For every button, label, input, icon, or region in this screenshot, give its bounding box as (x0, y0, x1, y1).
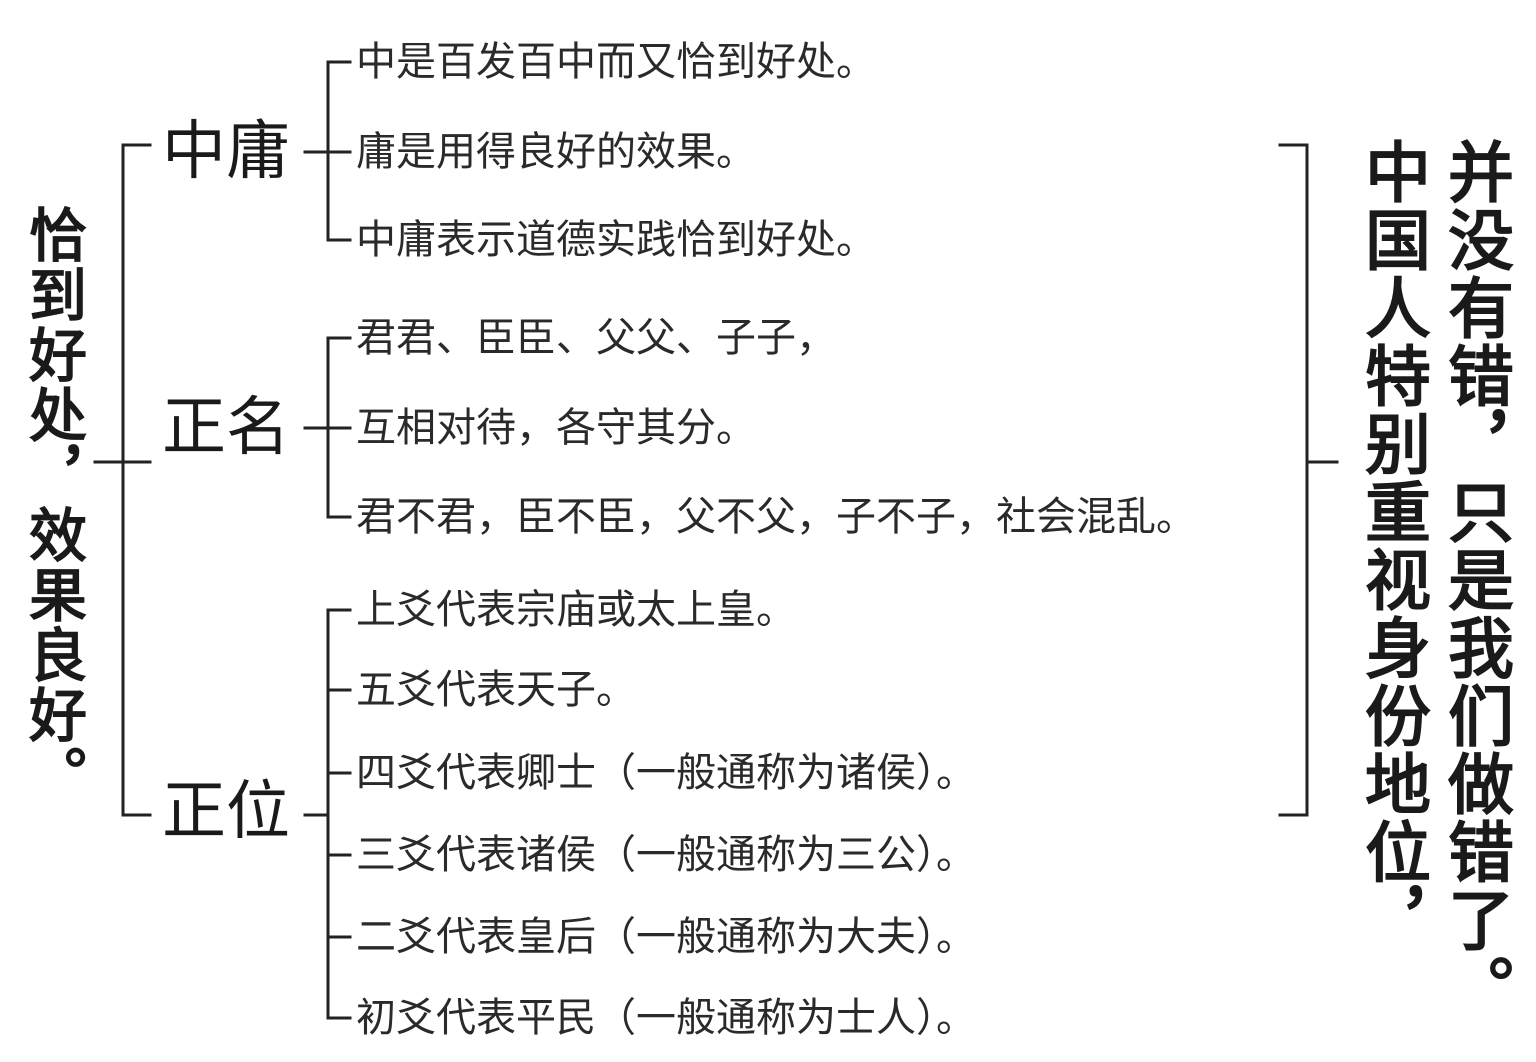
group-3-item: 初爻代表平民（一般通称为士人）。 (356, 995, 976, 1041)
group-2-item: 互相对待，各守其分。 (356, 405, 756, 451)
group-1-item: 庸是用得良好的效果。 (356, 129, 756, 175)
group-3-item: 五爻代表天子。 (356, 667, 636, 713)
group-2-item: 君君、臣臣、父父、子子， (356, 315, 836, 361)
right-caption-col2: 中国人特别重视身份地位， (1354, 138, 1432, 954)
right-caption-col1: 并没有错，只是我们做错了。 (1437, 138, 1515, 1022)
group-label-zhengming: 正名 (162, 391, 290, 465)
group-label-zhongyong: 中庸 (162, 115, 290, 189)
group-label-zhengwei: 正位 (162, 775, 290, 849)
group-3-item: 四爻代表卿士（一般通称为诸侯）。 (356, 750, 976, 796)
group-3-item: 上爻代表宗庙或太上皇。 (356, 587, 796, 633)
group-1-item: 中是百发百中而又恰到好处。 (356, 39, 876, 85)
group-3-item: 三爻代表诸侯（一般通称为三公）。 (356, 832, 976, 878)
group-1-item: 中庸表示道德实践恰到好处。 (356, 217, 876, 263)
group-3-item: 二爻代表皇后（一般通称为大夫）。 (356, 914, 976, 960)
left-caption: 恰到好处，效果良好。 (19, 205, 87, 805)
group-2-item: 君不君，臣不臣，父不父，子不子，社会混乱。 (356, 494, 1196, 540)
